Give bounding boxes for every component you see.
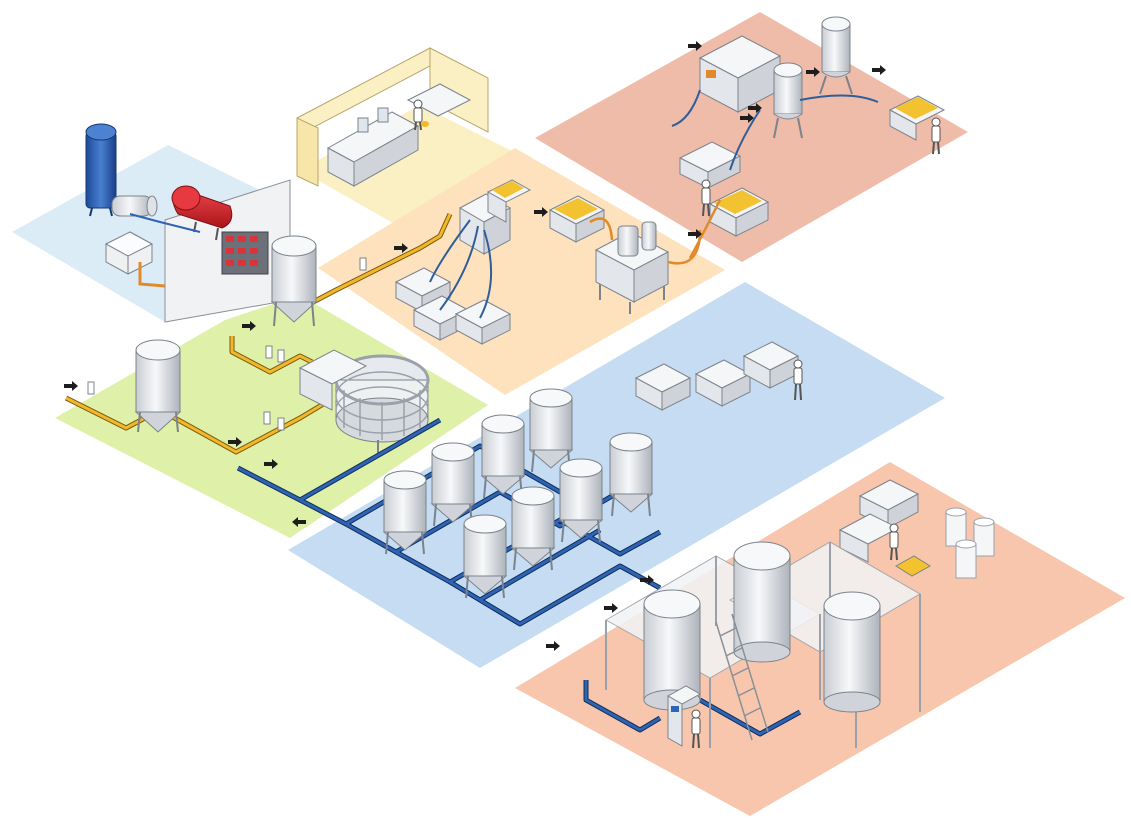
flow-arrow-icon bbox=[228, 437, 242, 447]
tank-icon bbox=[510, 486, 556, 571]
control-panel bbox=[221, 231, 269, 275]
tank-icon bbox=[430, 442, 476, 527]
tank-icon bbox=[608, 432, 654, 517]
large-tank-icon bbox=[823, 591, 881, 713]
flow-arrow-icon bbox=[292, 517, 306, 527]
flow-arrow-icon bbox=[264, 459, 278, 469]
fermentation-tanks bbox=[382, 388, 654, 599]
filling-hoses bbox=[429, 219, 493, 319]
large-tank-icon bbox=[733, 541, 791, 663]
tank-icon bbox=[480, 414, 526, 499]
storage-area bbox=[236, 341, 803, 737]
air-dryer bbox=[111, 195, 158, 217]
lab-bench-side bbox=[353, 125, 419, 187]
packaging-tank-2 bbox=[819, 16, 853, 95]
air-compressor-tank bbox=[85, 123, 117, 217]
lab-side-bench bbox=[406, 83, 472, 117]
flow-arrow-icon bbox=[740, 113, 754, 123]
packing-table bbox=[888, 95, 946, 141]
flow-arrow-icon bbox=[688, 229, 702, 239]
valve-icon bbox=[87, 257, 367, 431]
flow-arrow-icon bbox=[64, 381, 78, 391]
flow-arrow-icon bbox=[640, 575, 654, 585]
flow-arrows bbox=[64, 41, 886, 651]
lab-left-wall bbox=[296, 117, 319, 187]
tank-icon bbox=[558, 458, 604, 543]
operator-icon bbox=[793, 359, 803, 401]
tank-icon bbox=[528, 388, 574, 473]
packaging-cart-yellow bbox=[708, 187, 770, 237]
flow-arrow-icon bbox=[242, 321, 256, 331]
operator-icon bbox=[889, 523, 899, 561]
lab-right-wall bbox=[429, 47, 489, 133]
zone-filling-processing bbox=[318, 148, 725, 395]
packaging-hose bbox=[671, 89, 879, 171]
utility-pipe-orange bbox=[138, 262, 166, 288]
yellow-pipes-fill bbox=[65, 213, 452, 454]
processing-machine bbox=[594, 221, 670, 314]
spiral-cooker bbox=[298, 349, 430, 456]
tote-cart-icon bbox=[634, 363, 692, 411]
buffer-tank bbox=[270, 235, 318, 327]
cip-drums bbox=[945, 507, 995, 579]
packaging-machine bbox=[698, 35, 782, 113]
packaging-hose-2 bbox=[688, 199, 722, 259]
operator-icon bbox=[691, 709, 701, 749]
utility-pipe-blue bbox=[129, 213, 201, 233]
lab-flask bbox=[421, 121, 429, 127]
packaging-area bbox=[671, 16, 946, 259]
operator-icon bbox=[701, 179, 711, 217]
zone-packaging bbox=[535, 12, 968, 262]
cooking-area bbox=[64, 212, 453, 456]
cip-platform-area bbox=[604, 479, 995, 749]
flow-arrow-icon bbox=[534, 207, 548, 217]
flow-arrow-icon bbox=[604, 603, 618, 613]
tank-icon bbox=[462, 514, 508, 599]
operator-icon bbox=[931, 117, 941, 155]
filling-hopper bbox=[486, 179, 532, 223]
packaging-storage-tank bbox=[773, 62, 803, 139]
utilities-room bbox=[85, 123, 291, 323]
flow-arrow-icon bbox=[394, 243, 408, 253]
laboratory-room bbox=[296, 47, 489, 187]
filling-area bbox=[394, 179, 702, 345]
air-receiver-tank bbox=[171, 185, 233, 241]
flow-arrow-icon bbox=[872, 65, 886, 75]
cip-control-panel bbox=[666, 685, 702, 747]
flow-arrow-icon bbox=[546, 641, 560, 651]
processing-hose bbox=[589, 217, 702, 265]
tank-icon bbox=[382, 470, 428, 555]
mixing-tank bbox=[134, 339, 182, 433]
flow-arrow-icon bbox=[688, 41, 702, 51]
platform-stairs bbox=[715, 613, 769, 741]
operator-icon bbox=[413, 99, 423, 131]
cip-cart-station bbox=[838, 479, 931, 577]
zone-laboratory bbox=[300, 105, 530, 230]
tote-cart-icon bbox=[742, 341, 800, 389]
flow-arrow-icon bbox=[748, 103, 762, 113]
lab-instrument-2 bbox=[377, 107, 389, 123]
lab-instrument bbox=[357, 117, 369, 133]
flow-arrow-icon bbox=[806, 67, 820, 77]
